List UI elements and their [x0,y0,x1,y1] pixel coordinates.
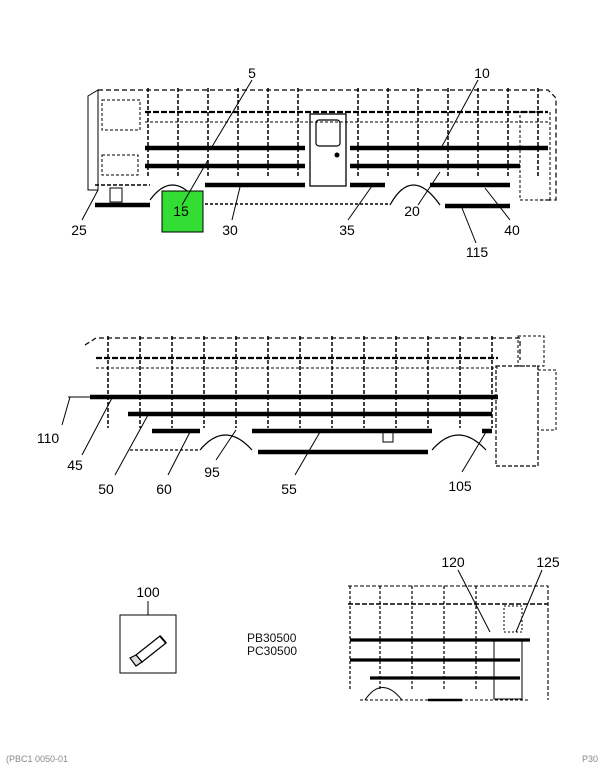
bus-side-view-top [87,88,557,209]
callout-125[interactable]: 125 [536,554,560,570]
callout-10[interactable]: 10 [474,65,490,81]
tube-icon [129,635,167,667]
callout-105[interactable]: 105 [448,478,472,494]
model-codes: PB30500 PC30500 [247,632,297,658]
callout-50[interactable]: 50 [98,481,114,497]
leader-lines-top [81,79,511,244]
model-code-line-1: PB30500 [247,631,297,645]
highlighted-part-marker[interactable] [161,190,204,233]
adhesive-tube-box [119,601,177,674]
callout-30[interactable]: 30 [222,222,238,238]
callout-100[interactable]: 100 [136,584,160,600]
bus-side-view-middle [84,335,557,467]
footer-ref-left: (PBC1 0050-01 [6,754,69,764]
callout-25[interactable]: 25 [71,222,87,238]
leader-lines-middle [61,396,487,476]
callout-60[interactable]: 60 [156,481,172,497]
callout-labels: 5 10 15 20 25 30 35 40 115 110 45 50 60 … [37,65,560,600]
callout-5[interactable]: 5 [248,65,256,81]
callout-15[interactable]: 15 [173,203,189,219]
bus-rear-partial-view [348,569,549,702]
callout-45[interactable]: 45 [67,457,83,473]
callout-115[interactable]: 115 [466,244,489,260]
model-code-line-2: PC30500 [247,644,298,658]
callout-95[interactable]: 95 [204,464,220,480]
callout-110[interactable]: 110 [37,430,60,446]
callout-35[interactable]: 35 [339,222,355,238]
callout-120[interactable]: 120 [441,554,465,570]
callout-55[interactable]: 55 [281,481,297,497]
callout-40[interactable]: 40 [504,222,520,238]
footer-ref-right: P30 [582,754,599,764]
callout-20[interactable]: 20 [404,203,420,219]
